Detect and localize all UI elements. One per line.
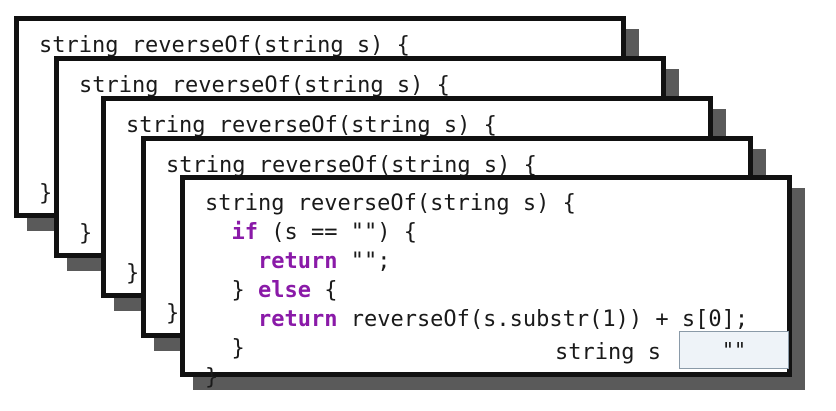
- function-signature: string reverseOf(string s) {: [39, 33, 410, 58]
- closing-brace: }: [79, 221, 93, 246]
- parameter-label: string s: [555, 340, 661, 365]
- else-brace: }: [231, 278, 258, 303]
- return-keyword: return: [257, 249, 338, 274]
- code-line-outer-close: }: [205, 363, 748, 392]
- return-keyword: return: [257, 307, 338, 332]
- function-signature: string reverseOf(string s) {: [126, 113, 497, 138]
- code-line-inner-close: }: [205, 334, 748, 363]
- code-line-return-recursive: return reverseOf(s.substr(1)) + s[0];: [205, 305, 748, 334]
- parameter-value-box: "": [679, 331, 789, 369]
- function-code: string reverseOf(string s) { if (s == ""…: [205, 189, 748, 392]
- if-keyword: if: [231, 220, 259, 245]
- else-keyword: else: [258, 278, 311, 303]
- function-signature: string reverseOf(string s) {: [205, 191, 576, 216]
- code-line-else: } else {: [205, 276, 748, 305]
- closing-brace: }: [166, 301, 180, 326]
- code-line-return-empty: return "";: [205, 247, 748, 276]
- code-line-signature: string reverseOf(string s) {: [205, 189, 748, 218]
- closing-brace: }: [205, 365, 219, 390]
- closing-brace: }: [39, 181, 53, 206]
- inner-closing-brace: }: [231, 336, 245, 361]
- code-line-if: if (s == "") {: [205, 218, 748, 247]
- if-condition: (s == "") {: [258, 220, 417, 245]
- closing-brace: }: [126, 261, 140, 286]
- function-signature: string reverseOf(string s) {: [79, 73, 450, 98]
- recursive-expression: reverseOf(s.substr(1)) + s[0];: [337, 307, 749, 332]
- active-stack-frame: string reverseOf(string s) { if (s == ""…: [180, 175, 792, 390]
- else-open-brace: {: [310, 278, 338, 303]
- return-empty-value: "";: [337, 249, 391, 274]
- function-signature: string reverseOf(string s) {: [166, 153, 537, 178]
